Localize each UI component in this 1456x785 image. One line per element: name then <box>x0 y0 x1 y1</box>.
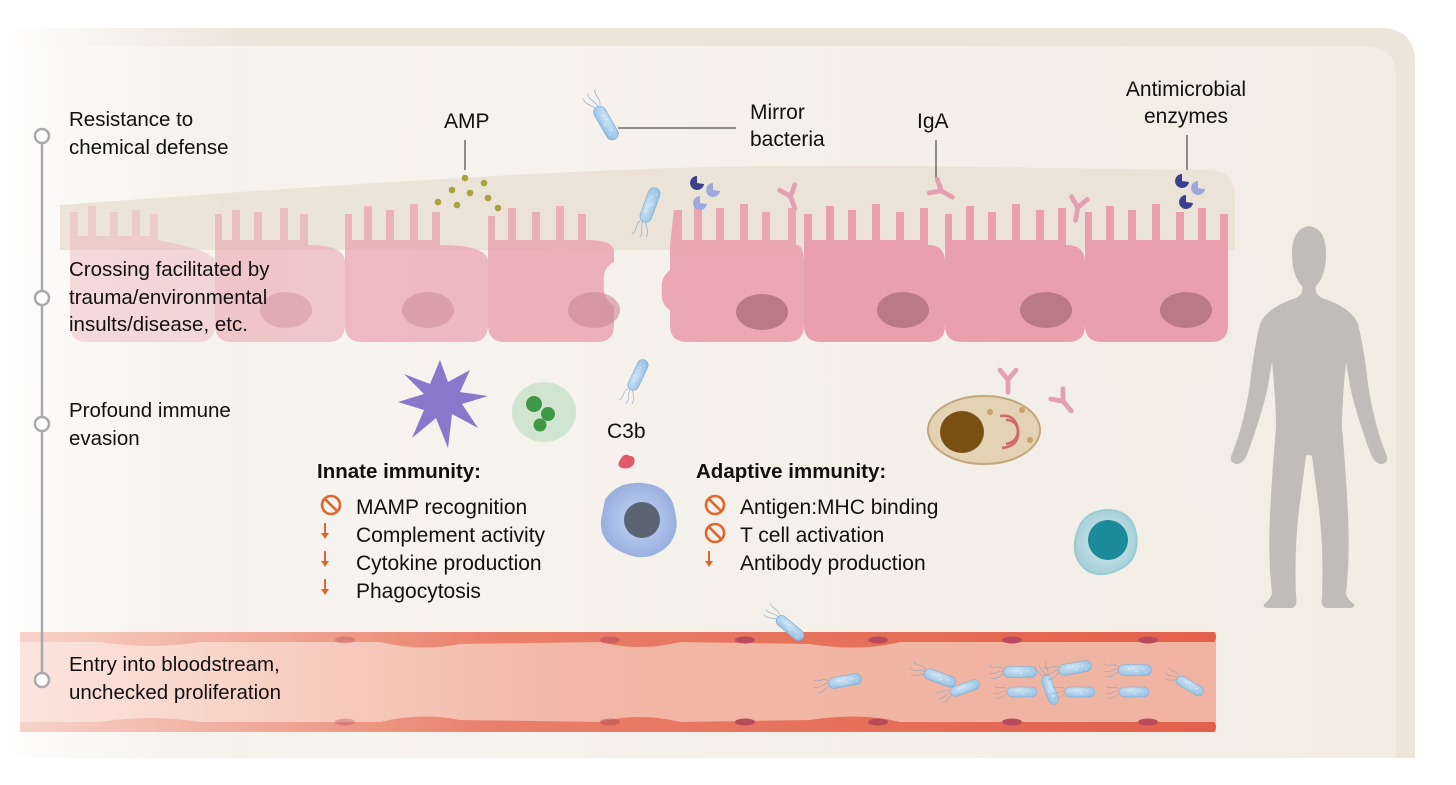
blocked-icon <box>320 494 342 516</box>
amp-label: AMP <box>444 110 490 133</box>
adaptive-immunity-list: Antigen:MHC binding T cell activation An… <box>704 494 938 578</box>
epithelial-layer <box>70 204 1228 342</box>
macrophage-cell <box>600 482 677 558</box>
c3b-label: C3b <box>607 420 646 443</box>
stage-label-immune-evasion: Profound immune evasion <box>69 399 231 450</box>
innate-item-text: Complement activity <box>356 524 546 547</box>
list-item: MAMP recognition <box>320 494 545 522</box>
innate-immunity-list: MAMP recognition Complement activity Cyt… <box>320 494 545 606</box>
list-item: T cell activation <box>704 522 938 550</box>
c3b-protein <box>618 454 635 469</box>
list-item: Antibody production <box>704 550 938 578</box>
iga-label: IgA <box>917 110 949 133</box>
t-cell <box>1073 508 1138 576</box>
blocked-icon <box>704 522 726 544</box>
innate-item-text: Cytokine production <box>356 552 542 575</box>
amp-peptides <box>434 174 502 212</box>
blood-vessel <box>20 632 1216 732</box>
antimicrobial-enzymes-label: Antimicrobial enzymes <box>1125 78 1247 128</box>
list-item: Cytokine production <box>320 550 545 578</box>
adaptive-item-text: Antibody production <box>740 552 926 575</box>
decrease-arrow-icon <box>321 579 329 595</box>
list-item: Complement activity <box>320 522 545 550</box>
list-item: Phagocytosis <box>320 578 545 606</box>
adaptive-item-text: T cell activation <box>740 524 885 547</box>
adaptive-immunity-heading: Adaptive immunity: <box>696 460 887 483</box>
neutrophil-cell <box>512 382 576 442</box>
decrease-arrow-icon <box>321 523 329 539</box>
innate-item-text: Phagocytosis <box>356 580 481 603</box>
decrease-arrow-icon <box>321 551 329 567</box>
decrease-arrow-icon <box>705 551 713 567</box>
innate-item-text: MAMP recognition <box>356 496 528 519</box>
antimicrobial-enzymes <box>690 174 1205 210</box>
dendritic-cell <box>398 360 488 448</box>
adaptive-item-text: Antigen:MHC binding <box>740 496 939 519</box>
human-silhouette <box>1230 226 1388 608</box>
innate-immunity-heading: Innate immunity: <box>317 460 482 483</box>
stage-label-bloodstream: Entry into bloodstream, unchecked prolif… <box>69 653 281 704</box>
stage-label-chemical-defense: Resistance to chemical defense <box>69 108 229 159</box>
blocked-icon <box>704 494 726 516</box>
timeline <box>33 127 51 689</box>
plasma-cell <box>927 395 1041 465</box>
list-item: Antigen:MHC binding <box>704 494 938 522</box>
stage-label-crossing: Crossing facilitated by trauma/environme… <box>69 258 270 336</box>
mirror-bacteria-label: Mirror bacteria <box>750 101 825 151</box>
